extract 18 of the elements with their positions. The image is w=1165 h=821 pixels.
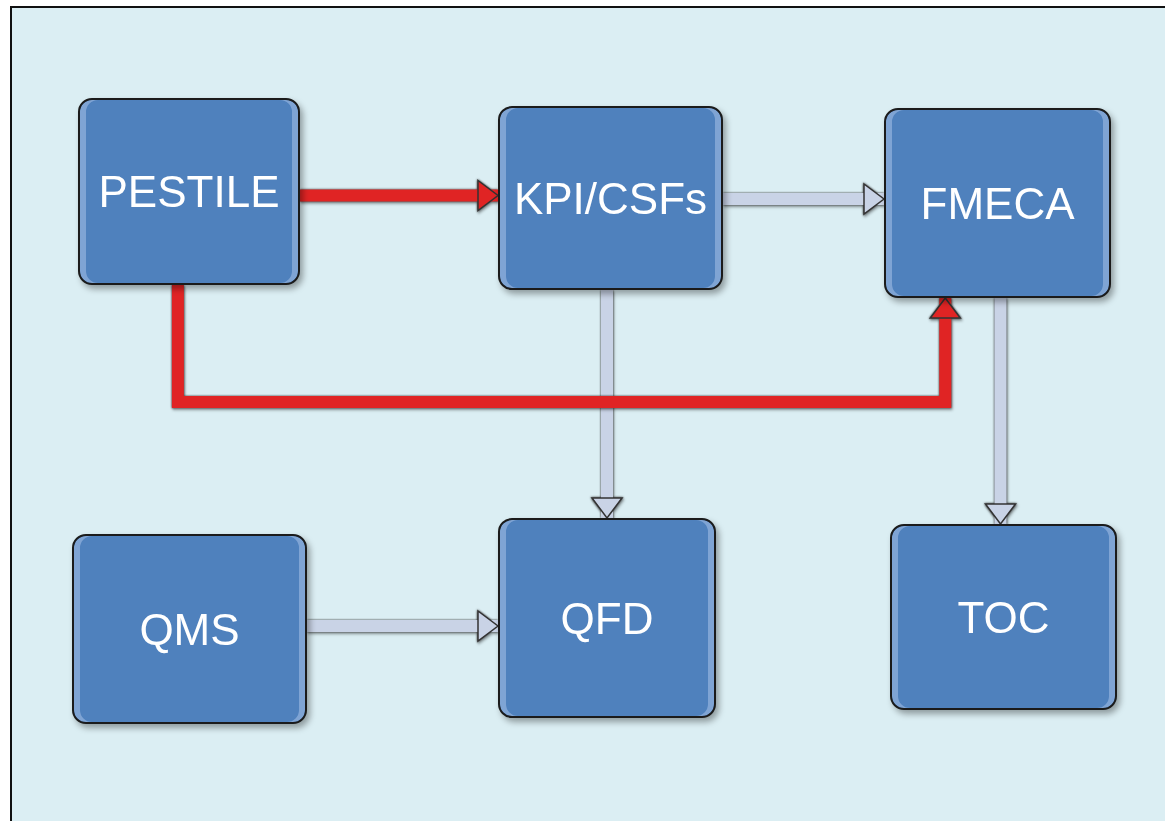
block-arrow	[984, 298, 1017, 525]
process-box	[78, 98, 300, 285]
block-arrow	[307, 610, 499, 642]
process-box	[72, 534, 307, 724]
process-box	[498, 518, 716, 718]
block-arrow	[171, 285, 962, 408]
box-label: QMS	[139, 603, 240, 656]
block-arrow	[723, 183, 885, 215]
box-label: PESTILE	[98, 166, 280, 218]
box-label: QFD	[560, 592, 654, 645]
process-box	[884, 108, 1111, 298]
block-arrow	[300, 179, 499, 212]
block-arrow	[591, 290, 623, 519]
box-label: TOC	[957, 591, 1050, 644]
process-box	[498, 106, 723, 290]
box-label: KPI/CSFs	[513, 172, 708, 225]
process-box	[890, 524, 1117, 710]
box-label: FMECA	[920, 177, 1075, 230]
